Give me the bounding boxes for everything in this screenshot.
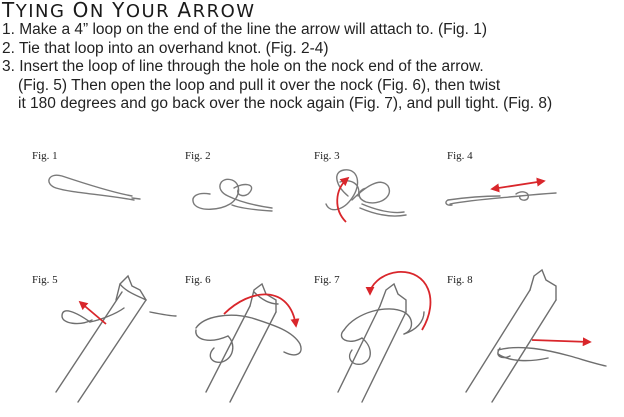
fig-7-nock-illustration bbox=[337, 282, 425, 403]
fig-8-label: Fig. 8 bbox=[447, 274, 473, 286]
step-3-cont-2: it 180 degrees and go back over the nock… bbox=[18, 95, 553, 112]
fig-6-pull-arrow bbox=[223, 293, 300, 328]
fig-7-twist-arrow bbox=[365, 271, 432, 331]
fig-8-nock-illustration bbox=[465, 268, 607, 403]
fig-7-label: Fig. 7 bbox=[314, 274, 340, 286]
step-2: 2. Tie that loop into an overhand knot. … bbox=[2, 39, 329, 57]
fig-4-label: Fig. 4 bbox=[447, 150, 473, 162]
fig-4-tightened-illustration bbox=[445, 191, 557, 206]
fig-8-pull-arrow bbox=[531, 337, 592, 347]
fig-6-nock-illustration bbox=[195, 282, 302, 403]
fig-3-twist-arrow bbox=[336, 176, 350, 223]
step-3: 3. Insert the loop of line through the h… bbox=[2, 58, 484, 75]
fig-4-pull-arrow bbox=[490, 177, 546, 193]
fig-2-label: Fig. 2 bbox=[185, 150, 211, 162]
fig-5-nock-illustration bbox=[55, 274, 177, 403]
fig-3-label: Fig. 3 bbox=[314, 150, 340, 162]
fig-6-label: Fig. 6 bbox=[185, 274, 211, 286]
page-title: TYING ON YOUR ARROW bbox=[2, 0, 256, 22]
fig-2-knot-illustration bbox=[192, 178, 273, 212]
instruction-list: 1. Make a 4” loop on the end of the line… bbox=[2, 21, 617, 114]
fig-5-push-arrow bbox=[78, 300, 107, 325]
step-1: 1. Make a 4” loop on the end of the line… bbox=[2, 21, 488, 38]
fig-5-label: Fig. 5 bbox=[32, 274, 58, 286]
fig-1-loop-illustration bbox=[48, 174, 141, 201]
fig-1-label: Fig. 1 bbox=[32, 150, 58, 162]
step-3-cont-1: (Fig. 5) Then open the loop and pull it … bbox=[18, 76, 501, 94]
